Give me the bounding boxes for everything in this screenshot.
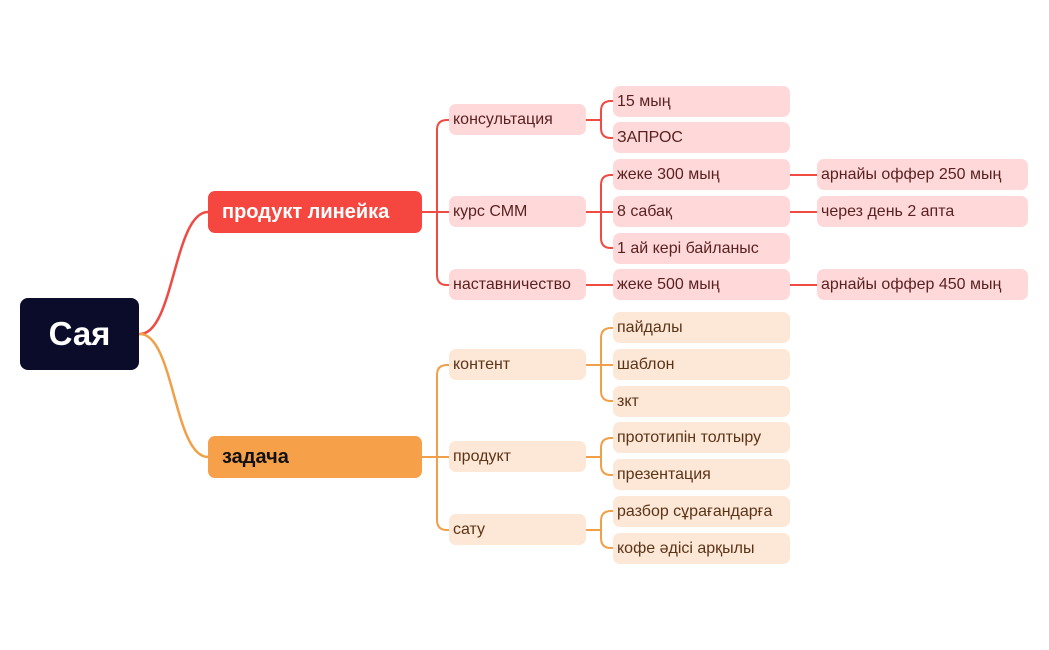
course-bracket-link-2	[600, 211, 614, 249]
leaf-node-personal-500k[interactable]: жеке 500 мың	[613, 269, 790, 300]
leaf-node-feedback[interactable]: 1 ай кері байланыс	[613, 233, 790, 264]
leaf-node-8-lessons[interactable]: 8 сабақ	[613, 196, 790, 227]
product-bracket-link-1	[600, 456, 614, 476]
sales-bracket-link-1	[600, 529, 614, 549]
product-line-bracket-link-2	[436, 211, 450, 286]
sub-node-sales[interactable]: сату	[449, 514, 586, 545]
consultation-bracket-link-1	[600, 119, 614, 139]
leaf-node-review-requests[interactable]: разбор сұрағандарға	[613, 496, 790, 527]
task-bracket-link-2	[436, 456, 450, 531]
leaf-node-presentation[interactable]: презентация	[613, 459, 790, 490]
product-bracket-link-0	[600, 437, 614, 458]
leaf-node-template[interactable]: шаблон	[613, 349, 790, 380]
content-bracket-link-2	[600, 364, 614, 402]
leaf-node-useful[interactable]: пайдалы	[613, 312, 790, 343]
leaf-node-offer-250k[interactable]: арнайы оффер 250 мың	[817, 159, 1028, 190]
sub-node-consultation[interactable]: консультация	[449, 104, 586, 135]
root-to-product-line-link	[138, 210, 210, 336]
leaf-node-personal-300k[interactable]: жеке 300 мың	[613, 159, 790, 190]
sub-node-smm-course[interactable]: курс СММ	[449, 196, 586, 227]
root-to-task-link	[138, 332, 210, 459]
sub-node-product[interactable]: продукт	[449, 441, 586, 472]
sales-bracket-link-0	[600, 510, 614, 531]
leaf-node-15k[interactable]: 15 мың	[613, 86, 790, 117]
leaf-node-request[interactable]: ЗАПРОС	[613, 122, 790, 153]
leaf-node-zkt[interactable]: зкт	[613, 386, 790, 417]
branch-node-task[interactable]: задача	[208, 436, 422, 478]
leaf-node-every-other-day[interactable]: через день 2 апта	[817, 196, 1028, 227]
product-line-bracket-link-0	[436, 119, 450, 213]
root-node[interactable]: Сая	[20, 298, 139, 370]
course-bracket-link-0	[600, 174, 614, 213]
leaf-node-prototype[interactable]: прототипін толтыру	[613, 422, 790, 453]
consultation-bracket-link-0	[600, 100, 614, 121]
task-bracket-link-0	[436, 364, 450, 458]
sub-node-content[interactable]: контент	[449, 349, 586, 380]
branch-node-product-line[interactable]: продукт линейка	[208, 191, 422, 233]
sub-node-mentoring[interactable]: наставничество	[449, 269, 586, 300]
leaf-node-offer-450k[interactable]: арнайы оффер 450 мың	[817, 269, 1028, 300]
leaf-node-coffee-method[interactable]: кофе әдісі арқылы	[613, 533, 790, 564]
content-bracket-link-0	[600, 327, 614, 366]
